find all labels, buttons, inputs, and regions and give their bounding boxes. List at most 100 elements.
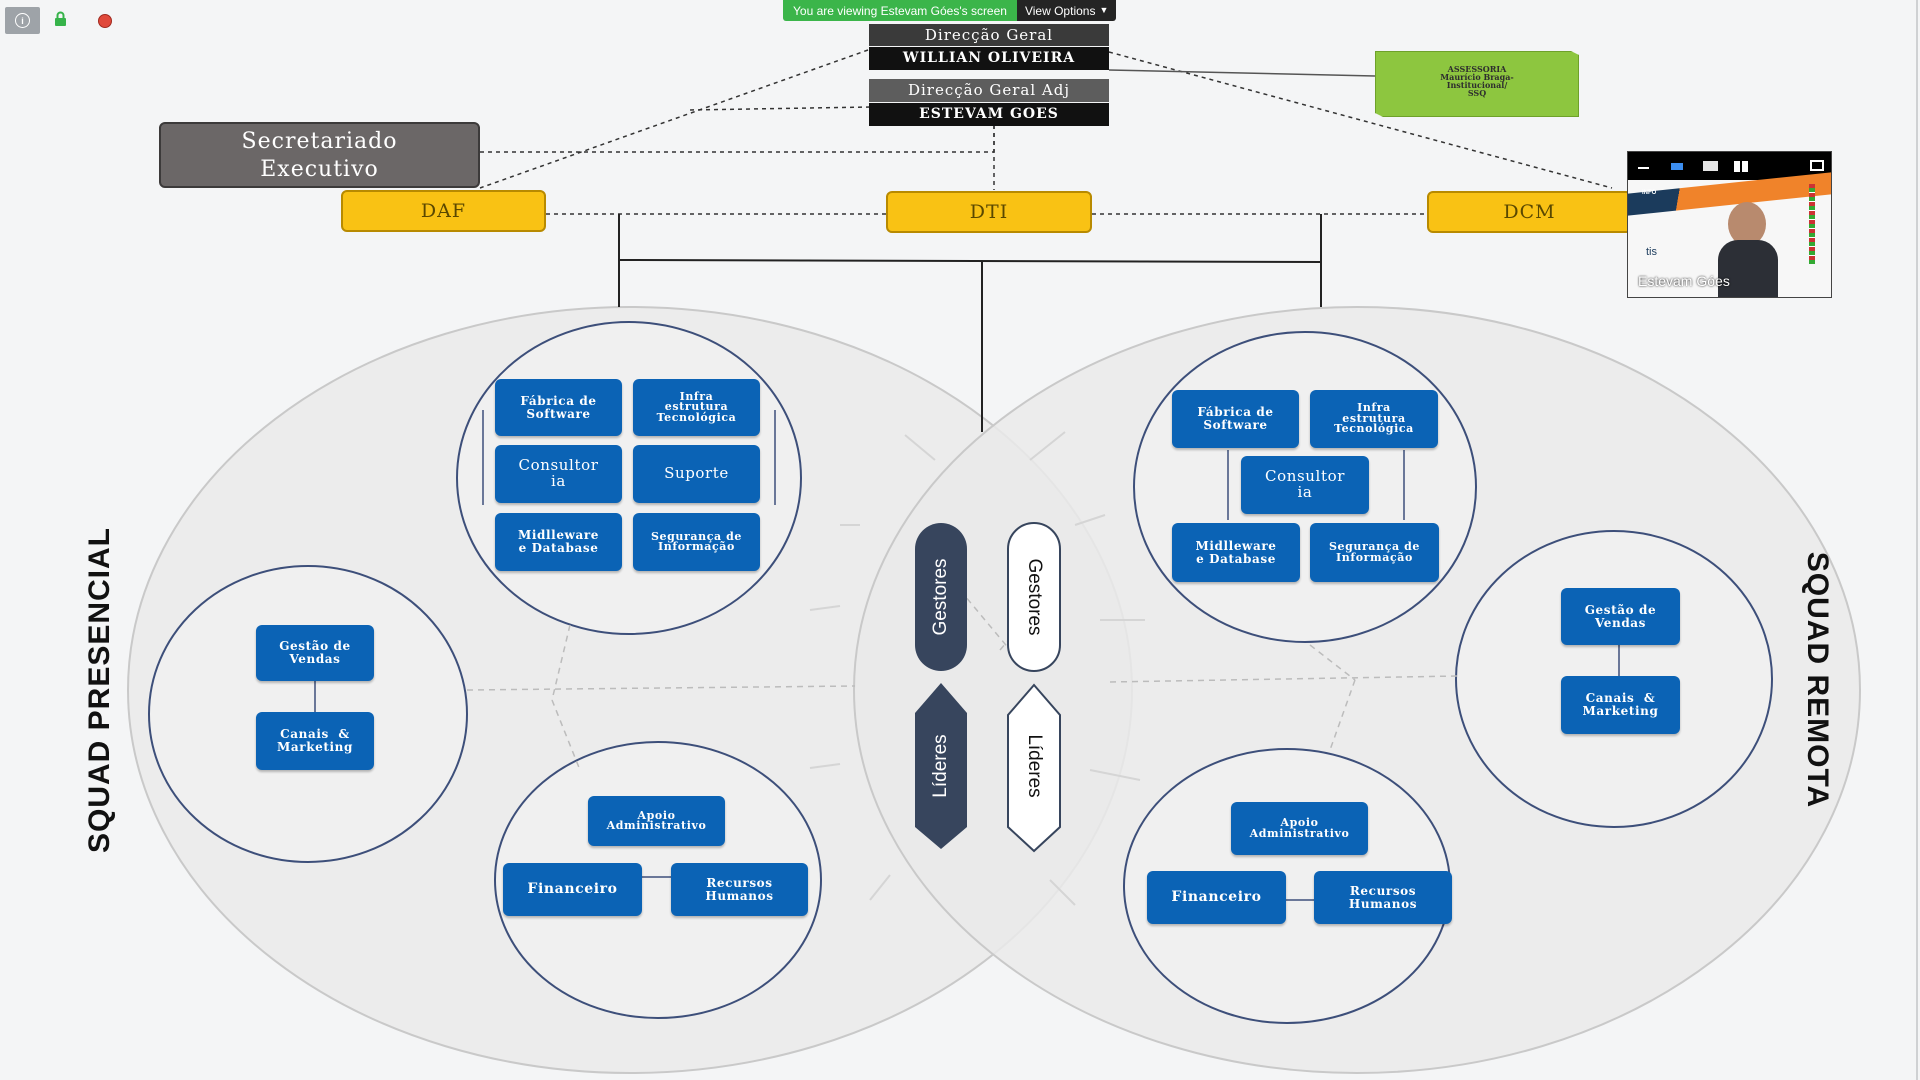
record-icon[interactable] [98,14,112,28]
dti-box: DTI [886,191,1092,233]
right-infra-line3: Tecnológica [1334,422,1414,436]
right-consultoria-line2: ia [1297,483,1313,501]
direccao-adj-label: Direcção Geral Adj [907,81,1071,99]
gestores-dark-pill [915,523,967,671]
right-middleware-line2: e Database [1196,551,1276,566]
right-canais-line2: Marketing [1582,704,1659,718]
left-middleware-line1: Midlleware [517,528,600,543]
dti-label: DTI [969,201,1009,223]
info-button[interactable]: i [5,7,40,34]
assessoria-box: ASSESSORIA Maurício Braga- Institucional… [1375,51,1579,117]
minimize-icon[interactable] [1638,167,1649,169]
left-canais-box: Canais & Marketing [256,712,374,770]
presenter-face [1718,202,1778,297]
direccao-geral-box: Direcção Geral [869,24,1109,46]
assessoria-line2: Maurício Braga- [1440,72,1514,82]
left-middleware-line2: e Database [518,541,599,555]
lideres-dark-hexagon [915,683,967,849]
right-rh-line2: Humanos [1348,896,1418,911]
right-infra-line1: Infra [1357,401,1391,415]
direccao-adj-box: Direcção Geral Adj [869,79,1109,102]
left-apoio-line1: Apoio [637,808,676,822]
left-fabrica-box: Fábrica de Software [495,379,622,436]
assessoria-line4: SSQ [1467,88,1487,98]
left-infra-line1: Infra [679,389,714,403]
secretariado-line2: Executivo [260,157,379,182]
right-canais-box: Canais & Marketing [1561,676,1680,734]
left-middleware-box: Midlleware e Database [495,513,622,571]
right-gestao-line1: Gestão de [1584,602,1657,617]
left-infra-line3: Tecnológica [656,410,737,424]
right-apoio-line1: Apoio [1280,816,1319,830]
right-fabrica-line1: Fábrica de [1197,405,1274,420]
participant-name: Estevam Góes [1638,273,1730,289]
left-apoio-box: Apoio Administrativo [588,796,725,846]
right-middleware-line1: Midlleware [1195,538,1277,553]
chevron-down-icon: ▼ [1099,5,1109,15]
secretariado-line1: Secretariado [241,129,398,154]
direccao-geral-label: Direcção Geral [924,26,1054,44]
center-shapes [915,522,1061,853]
left-consultoria-line1: Consultor [518,456,599,475]
lock-icon[interactable] [54,11,67,31]
participant-video[interactable]: INFO tis Estevam Góes [1627,151,1832,298]
daf-box: DAF [341,190,546,232]
left-consultoria-box: Consultor ia [495,445,622,503]
expand-icon[interactable] [1810,160,1824,171]
right-apoio-line2: Administrativo [1249,826,1350,840]
squad-remota-label: SQUAD REMOTA [1801,551,1834,809]
left-suporte-label: Suporte [664,464,729,483]
left-apoio-line2: Administrativo [606,819,707,832]
assessoria-line3: Institucional/ [1446,80,1508,90]
left-suporte-box: Suporte [633,445,760,503]
william-box: WILLIAN OLIVEIRA [869,47,1109,70]
flags-column [1809,184,1815,264]
right-rh-line1: Recursos [1349,883,1417,898]
left-rh-box: Recursos Humanos [671,863,808,916]
secretariado-box: Secretariado Executivo [159,122,480,188]
right-rh-box: Recursos Humanos [1314,871,1452,924]
estevam-box: ESTEVAM GOES [869,103,1109,126]
left-fabrica-line1: Fábrica de [520,393,597,408]
gallery-grid-icon[interactable] [1734,161,1749,172]
gestores-light-pill [1007,522,1061,672]
right-gestao-line2: Vendas [1594,615,1647,630]
right-consultoria-line1: Consultor [1265,467,1345,486]
estevam-label: ESTEVAM GOES [919,106,1059,122]
lideres-dark-label: Líderes [930,734,951,798]
right-apoio-box: Apoio Administrativo [1231,802,1368,855]
right-canais-line1: Canais & [1585,691,1656,706]
viewing-screen-label: You are viewing Estevam Góes's screen [783,0,1017,21]
lideres-light-hexagon [1007,683,1061,853]
gallery-single-icon[interactable] [1703,161,1718,171]
left-consultoria-line2: ia [551,472,566,490]
left-gestao-line2: Vendas [289,652,341,666]
scrollbar-track[interactable] [1916,0,1918,1080]
squad-presencial-label: SQUAD PRESENCIAL [83,526,116,854]
left-canais-line1: Canais & [280,727,350,742]
gestores-dark-label: Gestores [930,558,951,636]
left-financeiro-label: Financeiro [527,881,618,898]
right-financeiro-label: Financeiro [1171,889,1262,906]
left-financeiro-box: Financeiro [503,863,642,916]
screen-share-banner: You are viewing Estevam Góes's screen Vi… [783,0,1117,21]
dcm-box: DCM [1427,191,1632,233]
right-seguranca-line2: Informação [1336,550,1413,564]
presentation-slide: INFO tis [1628,172,1831,297]
left-fabrica-line2: Software [526,406,591,421]
slide-tag: INFO [1642,190,1657,196]
right-gestao-vendas-box: Gestão de Vendas [1561,588,1680,645]
lideres-light-label: Líderes [1024,734,1045,798]
speaker-view-icon[interactable] [1671,163,1683,170]
view-options-button[interactable]: View Options ▼ [1016,0,1117,21]
left-gestao-line1: Gestão de [279,639,351,654]
right-fabrica-box: Fábrica de Software [1172,390,1299,448]
right-fabrica-line2: Software [1203,418,1268,432]
william-label: WILLIAN OLIVEIRA [902,50,1076,66]
info-icon: i [15,13,30,28]
daf-label: DAF [420,200,467,222]
right-seguranca-box: Segurança de Informação [1310,523,1439,582]
left-seguranca-line2: Informação [658,540,735,553]
